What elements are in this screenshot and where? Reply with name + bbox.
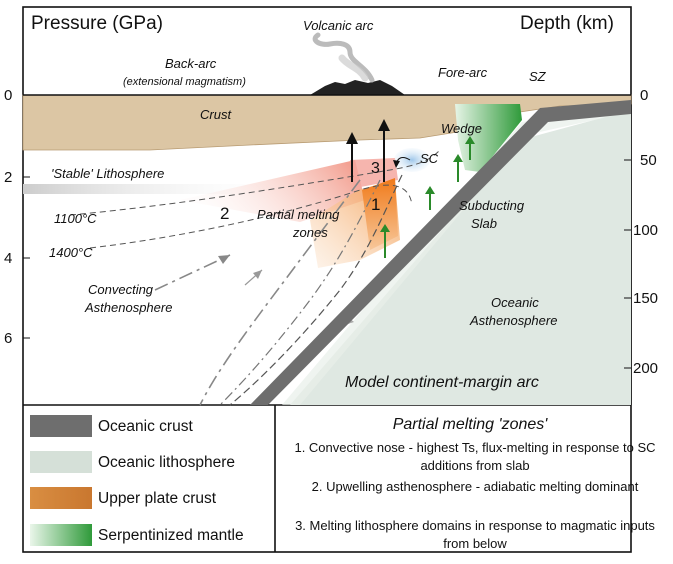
isotherm-1400: [89, 184, 413, 249]
oceanic-label: Oceanic: [491, 295, 539, 310]
volcanic-plume: [312, 32, 375, 83]
isotherm-1100-label: 1100°C: [54, 211, 97, 226]
legend-label: Oceanic crust: [98, 418, 193, 435]
pressure-tick-label: 4: [4, 250, 13, 267]
fluid-arrowhead-4: [465, 136, 475, 144]
depth-tick-label: 200: [633, 360, 659, 377]
melt-zone-3: [350, 158, 398, 188]
legend-swatch-upper-plate-crust: [30, 487, 92, 509]
model-title: Model continent-margin arc: [345, 374, 539, 391]
fluid-arrowhead-3: [453, 154, 463, 162]
serpentinized-wedge: [455, 104, 522, 172]
convection-arrow-line: [154, 254, 231, 291]
volcanic-plume-2: [338, 54, 369, 82]
depth-axis-title: Depth (km): [520, 13, 614, 34]
sc-arrowhead: [393, 160, 400, 168]
pressure-tick-label: 2: [4, 169, 13, 186]
back-arc-sub-label: (extensional magmatism): [123, 76, 246, 88]
fluid-arrowhead-2: [425, 186, 435, 194]
pressure-tick-label: 6: [4, 330, 13, 347]
partial-melting-label: Partial melting: [257, 207, 340, 222]
subducting-label: Subducting: [459, 198, 525, 213]
legend-swatch-oceanic-crust: [30, 415, 92, 437]
legend-label: Oceanic lithosphere: [98, 454, 235, 471]
oceanic-lithosphere-band: [282, 102, 631, 405]
pressure-tick-label: 0: [4, 87, 13, 104]
depth-tick-label: 50: [640, 152, 657, 169]
convection-arrowhead: [218, 255, 230, 264]
fore-arc-label: Fore-arc: [438, 65, 488, 80]
magma-arrowhead-1: [346, 132, 358, 144]
fluid-arrowhead-1: [380, 224, 390, 232]
zones-box-item: 1. Convective nose - highest Ts, flux-me…: [294, 440, 656, 473]
convecting-label: Convecting: [88, 282, 154, 297]
stable-lithosphere-band: [23, 184, 293, 194]
sz-label: SZ: [529, 69, 546, 84]
legend-label: Upper plate crust: [98, 490, 217, 507]
convecting-asthenosphere-label: Asthenosphere: [85, 300, 173, 315]
sc-blob: [394, 148, 430, 172]
zone-2-label: 2: [220, 204, 230, 223]
volcanic-arc-label: Volcanic arc: [303, 18, 374, 33]
isotherm-1100: [69, 149, 441, 216]
zones-label: zones: [293, 225, 328, 240]
sc-label: SC: [420, 151, 439, 166]
depth-tick-label: 100: [633, 222, 659, 239]
volcano: [310, 80, 405, 95]
magma-arrowhead-2: [378, 119, 390, 131]
pressure-axis-title: Pressure (GPa): [31, 13, 163, 34]
slab-label: Slab: [471, 216, 498, 231]
back-arc-label: Back-arc: [165, 56, 217, 71]
legend-label: Serpentinized mantle: [98, 527, 244, 544]
stable-lithosphere-label: 'Stable' Lithosphere: [51, 166, 165, 181]
zones-box-item: 3. Melting lithosphere domains in respon…: [295, 518, 655, 551]
wedge-label: Wedge: [441, 121, 482, 136]
zones-box-title: Partial melting 'zones': [392, 416, 548, 433]
oceanic-asthenosphere-label: Asthenosphere: [470, 313, 558, 328]
small-arrowhead: [253, 270, 262, 279]
melt-zone-2: [180, 160, 365, 222]
crust-label: Crust: [200, 107, 232, 122]
oceanic-lithosphere-region: [290, 110, 631, 405]
zones-box-item: 2. Upwelling asthenosphere - adiabatic m…: [311, 479, 639, 494]
legend-swatch-serpentinized-mantle: [30, 524, 92, 546]
flow-line-middle: [219, 179, 381, 406]
subducting-slab: [250, 100, 631, 405]
zone-3-label: 3: [371, 160, 380, 177]
depth-tick-label: 150: [633, 290, 659, 307]
depth-tick-label: 0: [640, 87, 649, 104]
isotherm-1400-label: 1400°C: [49, 245, 93, 260]
legend-swatch-oceanic-lithosphere: [30, 451, 92, 473]
flow-line-inner: [229, 174, 403, 406]
zone-1-label: 1: [371, 195, 381, 214]
